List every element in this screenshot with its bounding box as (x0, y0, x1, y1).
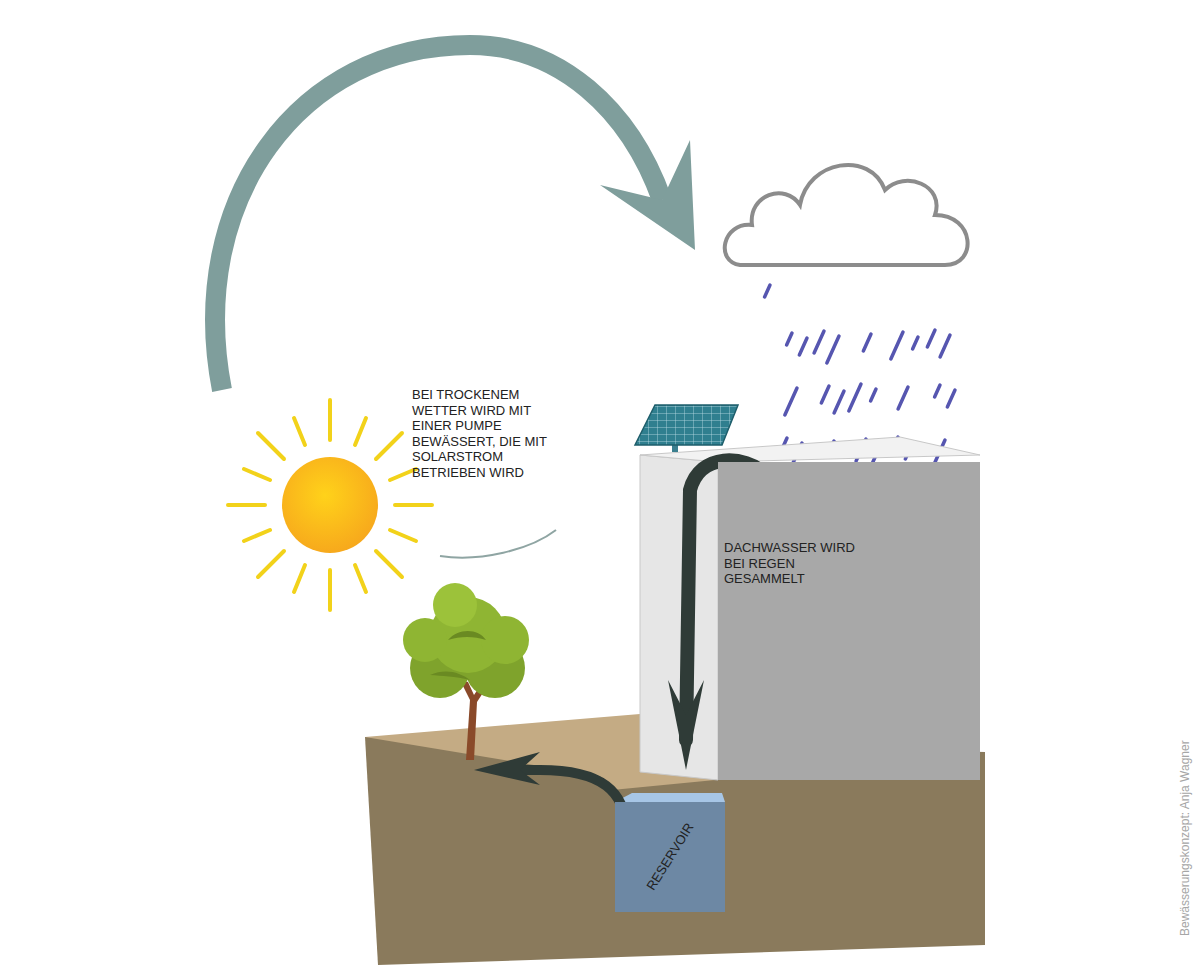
rain-drop (787, 333, 792, 345)
rain-drop (834, 391, 844, 413)
rain-drop (785, 388, 797, 415)
rain-drop (765, 285, 770, 297)
rain-drop (927, 330, 935, 347)
rain-drop (898, 387, 908, 409)
flow-arrowhead (474, 752, 540, 785)
flow-arrowhead (668, 680, 704, 770)
reservoir-top (615, 793, 725, 802)
rain-drop (871, 389, 876, 401)
cycle-arrowhead (600, 140, 695, 250)
leader-line (440, 530, 556, 558)
cycle-arrow (215, 45, 662, 390)
annotation-text: BEI TROCKENEM WETTER WIRD MIT EINER PUMP… (412, 387, 562, 480)
cloud (725, 165, 968, 265)
rain-drop (799, 338, 807, 355)
rain-drop (863, 334, 871, 351)
rain-drop (814, 331, 824, 353)
tree (403, 583, 529, 760)
rain-drop (935, 385, 940, 397)
rain-drop (849, 384, 861, 411)
rain-drop (827, 336, 839, 363)
rain-drop (913, 337, 918, 349)
sun (228, 400, 432, 610)
rain-drop (821, 386, 829, 403)
reservoir-box: RESERVOIR (615, 802, 725, 912)
box-label: RESERVOIR (643, 821, 697, 894)
rain-drop (947, 390, 955, 407)
rain-drop (891, 332, 903, 359)
annotation-text: DACHWASSER WIRD BEI REGEN GESAMMELT (724, 540, 874, 587)
building-side (640, 455, 718, 780)
watermark: Bewässerungskonzept: Anja Wagner (1178, 740, 1194, 936)
building-face: DACHWASSER WIRD BEI REGEN GESAMMELT (718, 462, 980, 780)
flow-arrow (500, 770, 626, 836)
rain-drop (940, 335, 950, 357)
solar-panel (635, 405, 738, 452)
